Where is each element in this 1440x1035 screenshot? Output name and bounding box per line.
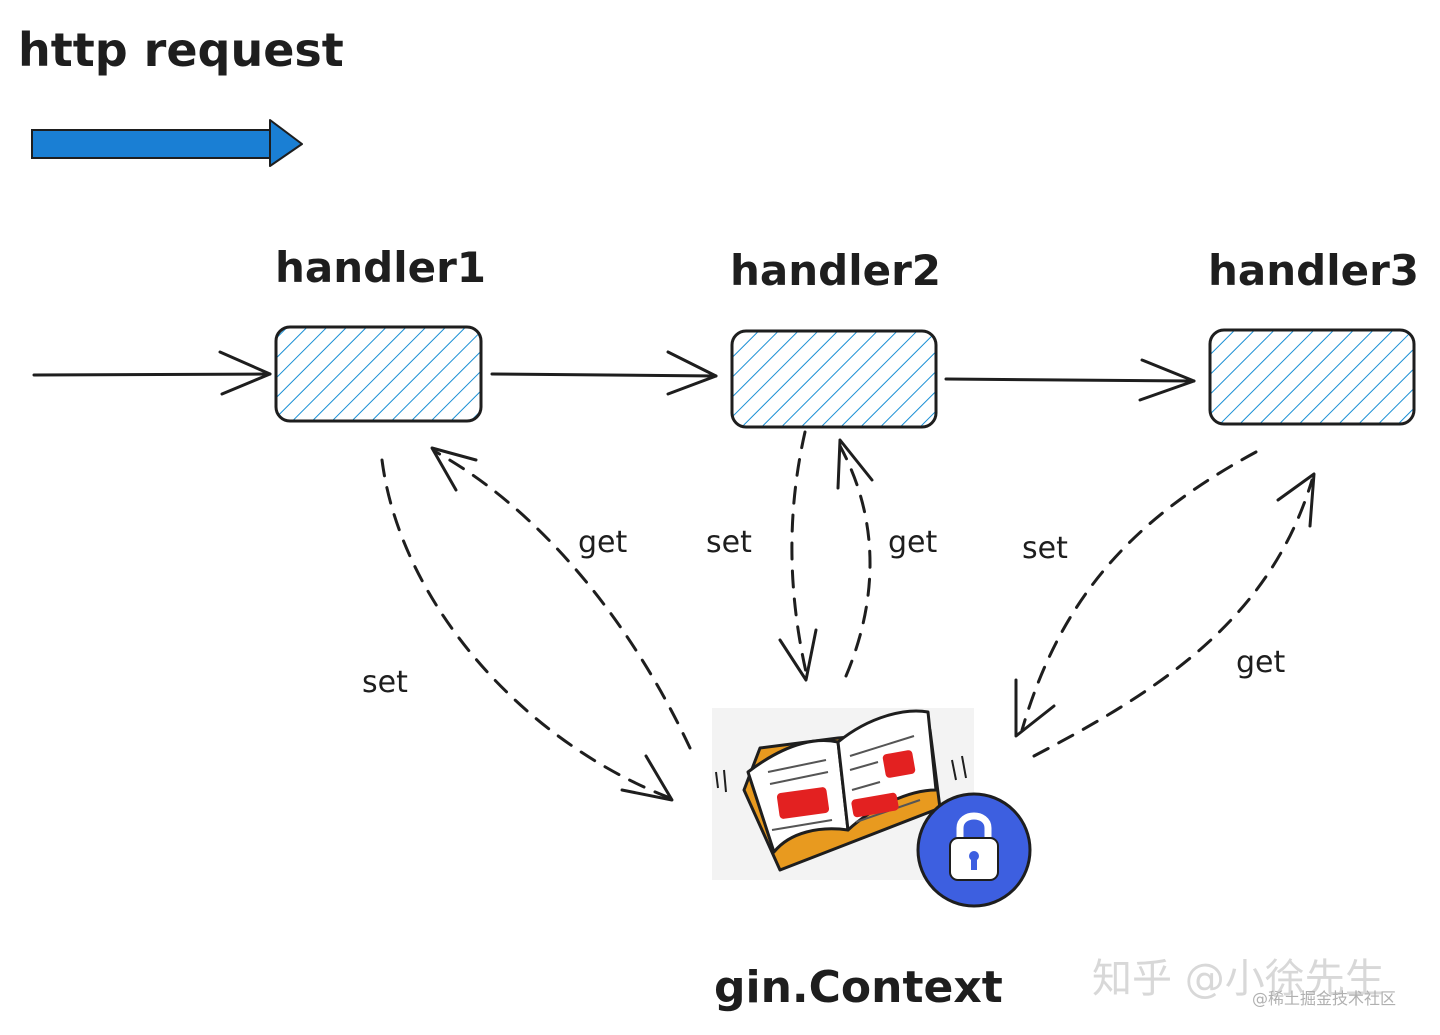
handler2-set-arrowhead [778,628,818,682]
handler2-to-handler3-arrow [944,358,1196,402]
handler3-box [1208,328,1416,426]
context-label: gin.Context [714,962,1003,1013]
watermark-sub: @稀土掘金技术社区 [1252,989,1396,1008]
handler2-get-label: get [888,525,938,560]
handler2-box [730,329,938,429]
request-direction-arrow [31,119,303,167]
handler3-set-arrowhead [1014,678,1056,738]
handler2-get-curve [838,444,872,678]
lock-icon [916,792,1032,908]
open-book-icon [715,709,967,872]
handler1-set-arrowhead [620,754,674,802]
handler3-label: handler3 [1208,246,1419,295]
watermark-main: 知乎 @小徐先生 [1092,956,1385,1002]
handler1-set-label: set [362,665,408,700]
handler1-set-curve [380,458,672,800]
context-illustration [712,708,1032,908]
entry-arrow [32,350,272,396]
handler1-get-curve [434,450,692,750]
handler3-set-label: set [1022,531,1068,566]
handler1-to-handler2-arrow [490,350,718,396]
handler2-set-curve [790,430,808,674]
handler2-set-label: set [706,525,752,560]
handler3-set-curve [1020,450,1258,732]
handler2-get-arrowhead [836,438,874,490]
handler1-label: handler1 [275,243,486,292]
handler1-get-arrowhead [430,446,478,492]
handler3-get-arrowhead [1276,472,1316,528]
handler3-get-curve [1032,478,1314,758]
handler3-get-label: get [1236,645,1286,680]
diagram-title: http request [18,23,344,77]
handler2-label: handler2 [730,246,941,295]
handler1-box [274,325,483,423]
handler1-get-label: get [578,525,628,560]
